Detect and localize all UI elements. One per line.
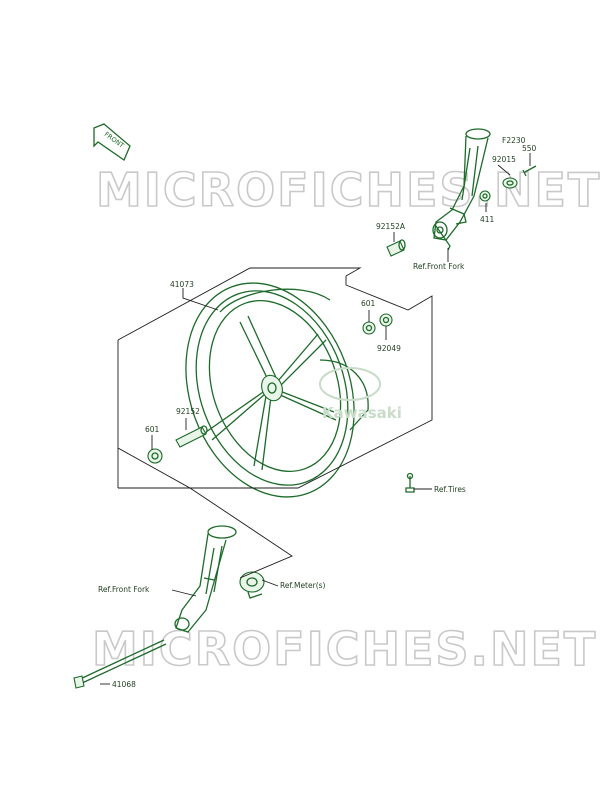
- group-outline-lower: [189, 487, 293, 579]
- diagram-code: F2230: [502, 136, 526, 145]
- watermark-bottom: MICROFICHES.NET: [92, 622, 597, 676]
- label-ref-meters: Ref.Meter(s): [280, 581, 326, 590]
- leader-92015: [497, 164, 511, 176]
- label-ref-front-fork-bottom: Ref.Front Fork: [98, 585, 150, 594]
- part-550-illustration: [522, 165, 537, 177]
- label-92152: 92152: [176, 407, 200, 416]
- leader-ref-meters: [261, 579, 279, 587]
- watermark-top: MICROFICHES.NET: [96, 163, 601, 217]
- label-601-right: 601: [361, 299, 376, 308]
- label-550: 550: [522, 144, 537, 153]
- label-92015: 92015: [492, 155, 516, 164]
- leader-41073: [182, 288, 219, 311]
- group-outline: [117, 267, 433, 489]
- label-ref-front-fork-top: Ref.Front Fork: [413, 262, 465, 271]
- front-fork-left-illustration: [174, 525, 237, 633]
- label-92049: 92049: [377, 344, 401, 353]
- kawasaki-logo: Kawasaki: [319, 367, 402, 422]
- part-92152-illustration: [175, 425, 208, 448]
- part-92015-illustration: [502, 177, 518, 189]
- label-601-left: 601: [145, 425, 160, 434]
- front-wheel-illustration: [185, 282, 369, 498]
- front-fork-right-illustration: [432, 128, 491, 251]
- meter-gear-illustration: [239, 571, 265, 599]
- label-411: 411: [480, 215, 495, 224]
- part-92152a-illustration: [386, 239, 406, 257]
- kawasaki-logo-text: Kawasaki: [322, 404, 402, 422]
- front-arrow-icon: FRONT: [93, 123, 131, 161]
- leader-ref-front-fork-bottom: [171, 589, 197, 597]
- part-411-illustration: [479, 190, 491, 202]
- part-601-left-illustration: [147, 448, 163, 464]
- label-92152a: 92152A: [376, 222, 406, 231]
- label-41073: 41073: [170, 280, 194, 289]
- part-601-right-illustration: [362, 321, 376, 335]
- part-41068-illustration: [73, 639, 167, 689]
- part-92049-illustration: [379, 313, 393, 327]
- tire-valve-illustration: [405, 472, 415, 493]
- label-ref-tires: Ref.Tires: [434, 485, 466, 494]
- label-41068: 41068: [112, 680, 136, 689]
